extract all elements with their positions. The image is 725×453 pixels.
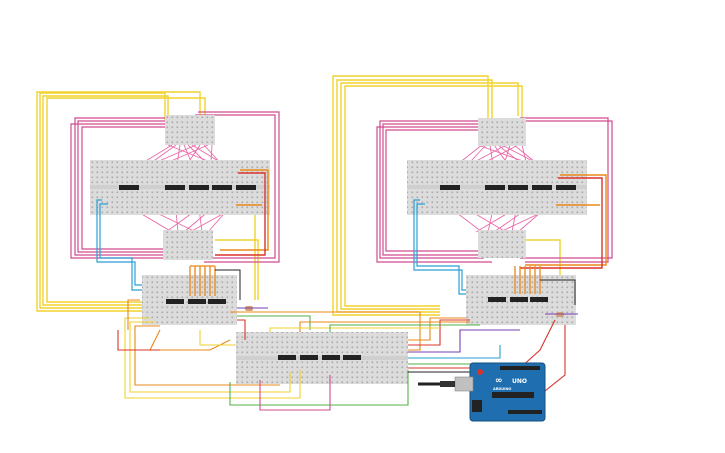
ic-chip [188, 299, 206, 304]
usb-connector [454, 376, 474, 392]
ic-chip [532, 185, 552, 190]
ic-chip [508, 185, 528, 190]
ic-chip [119, 185, 139, 190]
ic-chip [166, 299, 184, 304]
ic-chip [189, 185, 209, 190]
left-module [36, 91, 280, 325]
ic-chip [440, 185, 460, 190]
right-lower-orange-wires [514, 266, 541, 294]
arduino-uno-board: ∞ UNO ARDUINO [418, 362, 546, 422]
left-orange-wires [215, 169, 269, 256]
ic-chip [488, 297, 506, 302]
ic-chip [165, 185, 185, 190]
ic-chip [556, 185, 576, 190]
center-interconnect-wires [117, 299, 566, 411]
ic-chip [236, 185, 256, 190]
ic-chip [485, 185, 505, 190]
resistor [556, 312, 564, 317]
ic-chip [530, 297, 548, 302]
resistor [245, 306, 253, 311]
ic-chip [212, 185, 232, 190]
ic-chip [322, 355, 340, 360]
right-module [332, 75, 613, 325]
left-blue-wires [96, 199, 150, 291]
arduino-model-label: UNO [512, 378, 527, 385]
ic-chip [278, 355, 296, 360]
right-orange-wires [520, 174, 607, 269]
ic-chip [300, 355, 318, 360]
ic-chip [510, 297, 528, 302]
arduino-logo: ∞ [495, 376, 503, 386]
left-lower-orange-wires [189, 265, 216, 296]
ic-chip [343, 355, 361, 360]
arduino-brand-label: ARDUINO [493, 387, 511, 391]
ic-chip [208, 299, 226, 304]
center-module [117, 299, 566, 411]
right-blue-wires [413, 199, 470, 295]
right-magenta-wires [376, 117, 613, 263]
